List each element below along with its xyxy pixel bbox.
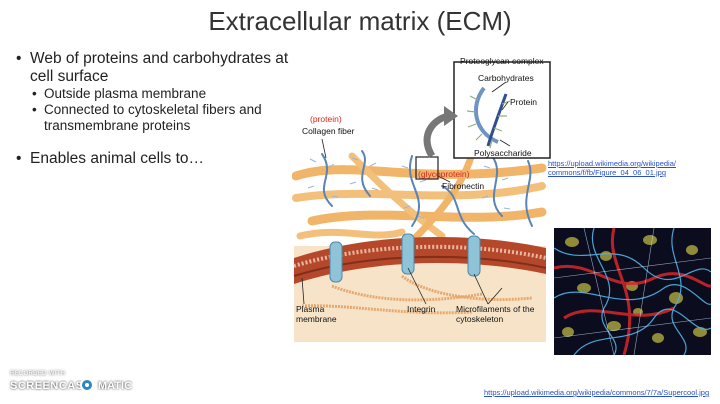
fibronectin-label: Fibronectin [442, 181, 485, 191]
bullet-enables: Enables animal cells to… [14, 150, 304, 168]
inset-protein-label: Protein [510, 97, 537, 107]
watermark-brand-right: MATIC [98, 380, 133, 392]
screencast-watermark: RECORDED WITH SCREENCAST MATIC [10, 371, 140, 397]
ecm-diagram: Proteoglycan complex Carbohydrates Prote… [291, 36, 552, 346]
watermark-recorded-with: RECORDED WITH [10, 371, 66, 377]
sub-bullet-connected: Connected to cytoskeletal fibers and tra… [14, 102, 304, 134]
microfilaments-label: Microfilaments of the cytoskeleton [456, 304, 535, 324]
watermark-brand-left: SCREENCAST [10, 380, 91, 392]
collagen-fiber-label: Collagen fiber [302, 126, 355, 136]
figure-source-link[interactable]: https://upload.wikimedia.org/wikipedia/c… [548, 159, 676, 177]
inset-carbohydrates-label: Carbohydrates [478, 73, 534, 83]
ecm-micrograph-photo [554, 228, 711, 355]
bullet-list: Web of proteins and carbohydrates at cel… [14, 50, 304, 168]
bullet-web-of-proteins: Web of proteins and carbohydrates at cel… [14, 50, 304, 86]
protein-tag-label: (protein) [310, 114, 342, 124]
integrin-label: Integrin [407, 304, 436, 314]
inset-title-label: Proteoglycan complex [460, 56, 544, 66]
photo-source-link[interactable]: https://upload.wikimedia.org/wikipedia/c… [484, 388, 710, 397]
watermark-logo-icon [80, 378, 94, 392]
glycoprotein-tag-label: (glycoprotein) [418, 169, 470, 179]
sub-bullet-outside-membrane: Outside plasma membrane [14, 86, 304, 102]
ecm-illustration [291, 61, 551, 342]
plasma-membrane-label: Plasma membrane [296, 304, 337, 324]
slide-title: Extracellular matrix (ECM) [208, 6, 512, 36]
inset-polysaccharide-label: Polysaccharide [474, 148, 532, 158]
